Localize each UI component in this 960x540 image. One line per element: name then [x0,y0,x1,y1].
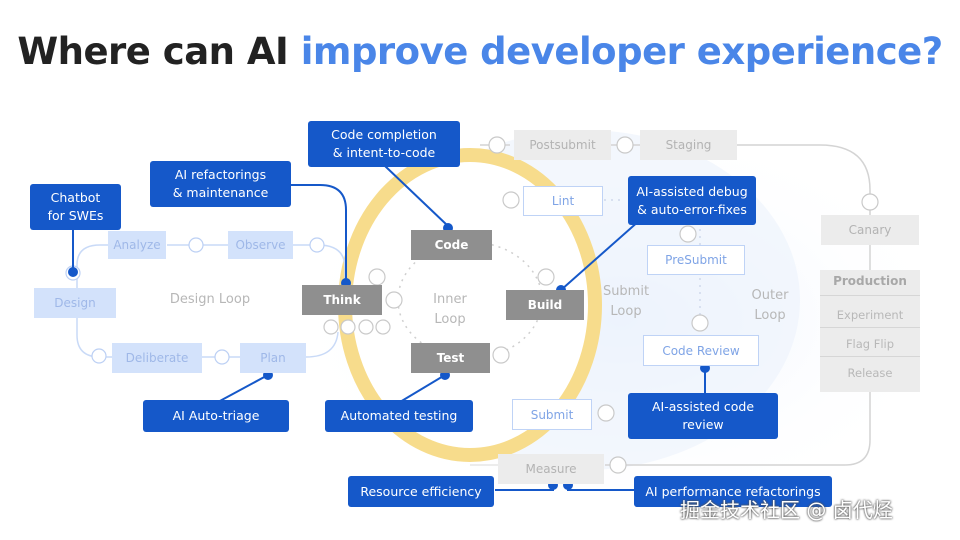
design-loop-path [76,244,108,300]
node-think: Think [302,285,382,315]
flow-arrow-markers [323,136,879,474]
node-presubmit: PreSubmit [647,245,745,275]
outer-loop-label: Outer Loop [751,288,789,323]
callout-auto-triage: AI Auto-triage [143,400,289,432]
node-build: Build [506,290,584,320]
callout-automated-testing: Automated testing [325,400,473,432]
node-canary: Canary [821,215,919,245]
node-production: Production [833,274,907,288]
node-design: Design [34,288,116,318]
page-title: Where can AI improve developer experienc… [0,30,960,73]
node-flag-flip: Flag Flip [845,337,895,351]
node-code-review: Code Review [643,335,759,366]
node-test: Test [411,343,490,373]
design-loop-label: Design Loop [169,292,251,307]
node-deliberate: Deliberate [112,343,202,373]
node-submit: Submit [512,399,592,430]
submit-loop-label: Submit Loop [602,284,650,319]
callout-resource-efficiency: Resource efficiency [348,476,494,507]
node-experiment: Experiment [836,308,904,322]
callout-code-completion: Code completion & intent-to-code [308,121,460,167]
node-staging: Staging [640,130,737,160]
node-measure: Measure [498,454,604,484]
node-plan: Plan [240,343,306,373]
node-observe: Observe [228,231,293,259]
node-code: Code [411,230,492,260]
title-part1: Where can AI [17,30,301,73]
node-analyze: Analyze [108,231,166,259]
watermark: 掘金技术社区 @ 卤代烃 [680,498,893,522]
inner-loop-label: Inner Loop [433,292,467,327]
callout-debug: AI-assisted debug & auto-error-fixes [628,176,756,225]
node-release: Release [847,366,893,380]
node-lint: Lint [523,186,603,216]
callout-ai-code-review: AI-assisted code review [628,393,778,439]
node-postsubmit: Postsubmit [514,130,611,160]
title-part2: improve developer experience? [300,30,943,73]
production-group: Production Experiment Flag Flip Release [820,270,920,392]
callout-refactorings: AI refactorings & maintenance [150,161,291,207]
callout-chatbot: Chatbot for SWEs [30,184,121,230]
callout-perf-refactorings: AI performance refactorings [634,476,832,507]
